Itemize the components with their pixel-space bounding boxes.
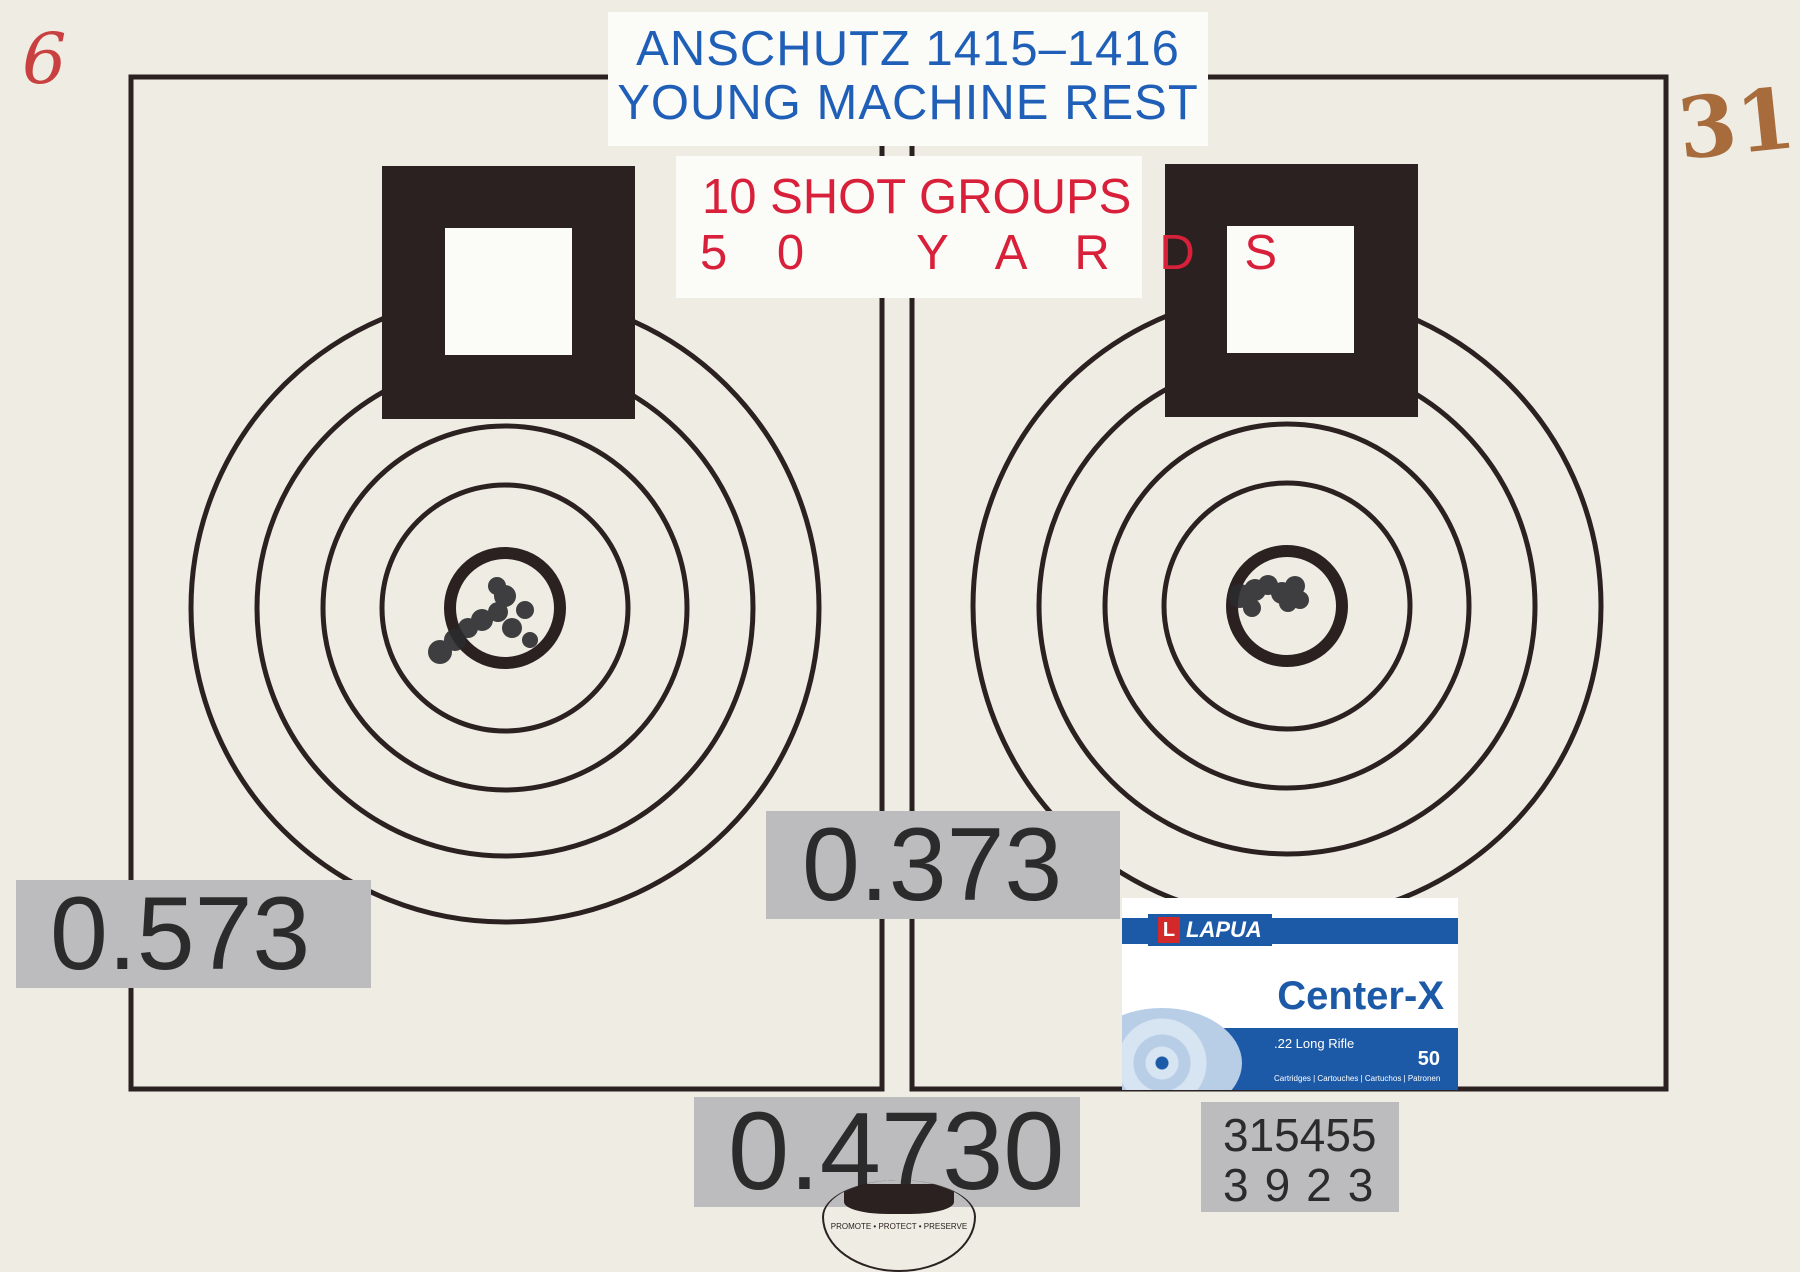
left-target-rings — [188, 291, 822, 925]
lapua-caliber: .22 Long Rifle — [1274, 1036, 1355, 1051]
lot-line-1: 315455 — [1223, 1109, 1377, 1161]
left-group-measurement: 0.573 — [16, 880, 371, 988]
left-aiming-square-inner — [445, 228, 572, 355]
handwritten-right-number: 31 — [1673, 68, 1800, 179]
lot-number-label: 315455 3923 — [1201, 1102, 1399, 1212]
lapua-ammo-box: L LAPUA Center-X .22 Long Rifle 50 Cartr… — [1122, 898, 1458, 1090]
left-shot-group — [428, 577, 538, 664]
handwritten-left-number: 6 — [22, 18, 67, 100]
header-line-1: ANSCHUTZ 1415–1416 — [636, 22, 1180, 76]
seal-silhouette — [844, 1184, 954, 1214]
lot-line-2: 3923 — [1223, 1159, 1390, 1211]
lapua-target-graphic — [1122, 1008, 1242, 1090]
header-line-4: 5 0 Y A R D S — [700, 226, 1296, 280]
lapua-logo: L LAPUA — [1148, 914, 1272, 946]
lapua-product-name: Center-X — [1277, 974, 1444, 1018]
header-line-2: YOUNG MACHINE REST — [617, 76, 1199, 130]
header-red-label: 10 SHOT GROUPS 5 0 Y A R D S — [676, 156, 1296, 298]
left-target-frame — [128, 74, 885, 1092]
lapua-logo-mark: L — [1158, 917, 1180, 943]
header-blue-label: ANSCHUTZ 1415–1416 YOUNG MACHINE REST — [608, 12, 1208, 146]
lapua-brand-text: LAPUA — [1186, 917, 1262, 942]
right-shot-group — [1228, 575, 1309, 617]
seal-text: PROMOTE • PROTECT • PRESERVE — [830, 1222, 968, 1231]
right-aiming-square-inner — [1227, 226, 1354, 353]
lapua-subtext: Cartridges | Cartouches | Cartuchos | Pa… — [1274, 1074, 1441, 1083]
right-group-measurement: 0.373 — [766, 811, 1120, 919]
header-line-3: 10 SHOT GROUPS — [702, 170, 1132, 224]
lapua-count: 50 — [1417, 1048, 1440, 1070]
